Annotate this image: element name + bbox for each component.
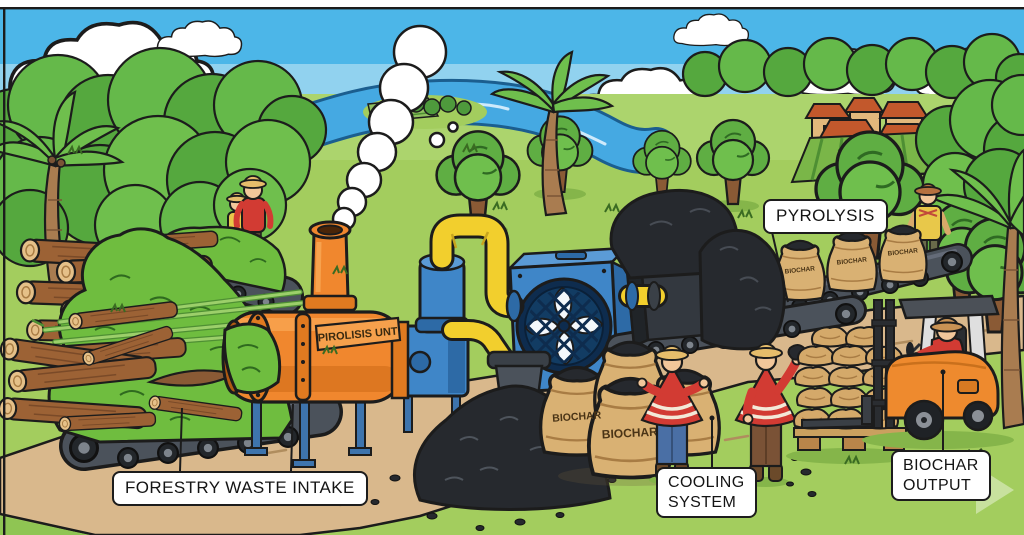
bag-label: BIOCHAR xyxy=(887,247,918,257)
bag-conveyor: BIOCHAR BIOCHAR BIOCHAR xyxy=(750,224,973,323)
farmer-right xyxy=(734,343,817,497)
label-biochar-output: BIOCHAR OUTPUT xyxy=(891,450,991,502)
label-forestry-waste-intake: FORESTRY WASTE INTAKE xyxy=(112,471,368,506)
palm-fronds xyxy=(0,90,125,168)
tree-band-right xyxy=(681,32,1024,104)
machine-legs xyxy=(244,387,372,468)
label-cooling-system: COOLING SYSTEM xyxy=(656,467,757,519)
bag-label: BIOCHAR xyxy=(784,265,815,275)
cab-roof xyxy=(898,294,1000,320)
name-plate xyxy=(314,316,402,352)
callout-leaders xyxy=(179,231,946,472)
fan-icon xyxy=(515,277,613,375)
forks xyxy=(801,416,873,430)
bag-label: BIOCHAR xyxy=(601,425,658,442)
pipe-to-hopper xyxy=(618,281,668,311)
biochar-mound xyxy=(698,228,786,351)
palm-right xyxy=(929,148,1024,430)
bag-label: BIOCHAR xyxy=(836,256,867,266)
pyrolysis-machine: PIROLISIS UNT xyxy=(221,24,459,468)
pipe-to-cooling xyxy=(429,213,525,323)
bag-label: BIOCHAR xyxy=(552,409,602,424)
blue-unit xyxy=(394,252,470,433)
label-pyrolysis: PYROLYSIS xyxy=(763,199,888,234)
forklift xyxy=(801,294,1014,449)
biochar-hopper xyxy=(605,189,867,365)
palm-center xyxy=(489,50,615,217)
right-trees xyxy=(914,73,1024,430)
smoke xyxy=(331,24,459,232)
machine-chimney xyxy=(302,220,358,312)
waste-into-mouth xyxy=(223,322,282,395)
